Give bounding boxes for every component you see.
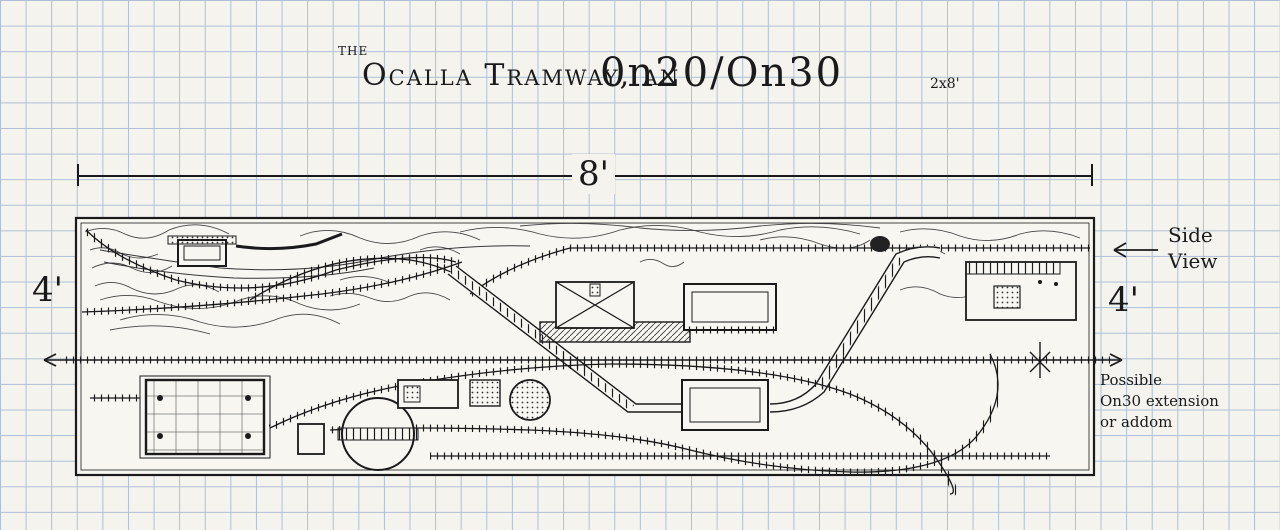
benchwork-inner-edge	[80, 222, 1090, 471]
extension-divider-line	[43, 353, 1123, 367]
building-mill	[167, 232, 343, 267]
extension-note: Possible On30 extension or addom	[1100, 370, 1219, 433]
tunnel-portal	[870, 236, 890, 252]
title-size: 2x8'	[930, 76, 960, 92]
building-small-shed	[297, 423, 325, 455]
water-tank	[509, 379, 551, 421]
extension-note-line-2: On30 extension	[1100, 392, 1219, 410]
building-engine-house	[397, 379, 501, 409]
extension-note-line-3: or addom	[1100, 413, 1173, 431]
extension-note-line-1: Possible	[1100, 371, 1162, 389]
title-main: Ocalla Tramway, an	[362, 58, 681, 93]
building-freight-house	[139, 375, 271, 459]
track-crossing	[1029, 342, 1051, 378]
building-depot	[681, 379, 769, 431]
title-prefix: THE	[338, 44, 369, 58]
incline-bridge-right	[769, 245, 941, 413]
title-scale: 0n20/On30	[600, 50, 844, 96]
building-long-shed	[683, 283, 777, 334]
side-view-arrow	[1113, 242, 1158, 258]
dimension-width-label: 8'	[572, 154, 615, 194]
dimension-depth-right-label: 4'	[1108, 280, 1139, 320]
building-hip-roof	[539, 281, 691, 343]
building-side-view	[965, 261, 1077, 321]
river	[99, 245, 531, 271]
turntable	[337, 397, 419, 471]
dimension-depth-left-label: 4'	[32, 270, 63, 310]
track-on30-loop	[90, 352, 1050, 498]
side-view-label: Side View	[1168, 223, 1218, 273]
